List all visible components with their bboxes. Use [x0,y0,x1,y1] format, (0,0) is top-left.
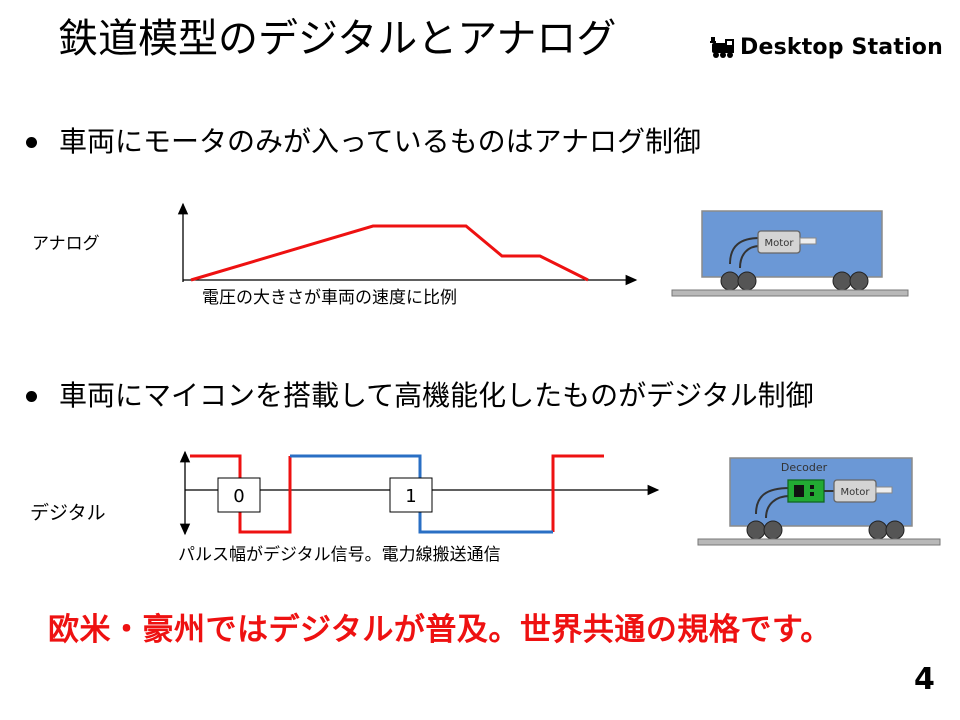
wheel [763,520,783,540]
digital-axis-label: デジタル [30,502,106,524]
bit-box-0 [217,477,261,513]
wheel [737,271,757,291]
page-number: 4 [914,662,935,697]
analog-caption: 電圧の大きさが車両の速度に比例 [202,288,457,308]
wheel [868,520,888,540]
bullet-digital-text: 車両にマイコンを搭載して高機能化したものがデジタル制御 [59,379,814,412]
rail [697,538,941,546]
rail [671,289,909,297]
motor-label: Motor [841,487,871,498]
decoder-label: Decoder [781,461,828,474]
analog-voltage-line [190,224,589,282]
page-title: 鉄道模型のデジタルとアナログ [58,16,617,62]
bullet-dot [26,390,37,402]
digital-caption: パルス幅がデジタル信号。電力線搬送通信 [178,545,501,565]
analog-axis-label: アナログ [32,234,100,254]
decoder-chip-icon [787,479,825,503]
wheel [720,271,740,291]
bit-label-1: 1 [405,486,416,507]
bullet-analog-text: 車両にモータのみが入っているものはアナログ制御 [59,125,702,158]
analog-graph [177,202,638,286]
bullet-dot [26,136,37,148]
conclusion-text: 欧米・豪州ではデジタルが普及。世界共通の規格です。 [48,612,832,648]
wheel [746,520,766,540]
digital-graph: 0 1 [179,450,660,536]
wheel [832,271,852,291]
bullet-digital: 車両にマイコンを搭載して高機能化したものがデジタル制御 [26,376,814,416]
digital-train-illustration: Decoder Motor [697,457,941,546]
bit-box-1 [389,477,433,513]
pulse-bit-0 [190,454,292,534]
wheel [885,520,905,540]
wheel [849,271,869,291]
analog-train-illustration: Motor [671,210,909,297]
logo-text: Desktop Station [740,34,943,60]
bit-label-0: 0 [233,486,244,507]
logo: Desktop Station [710,30,943,64]
steam-locomotive-icon [710,37,734,58]
pulse-tail [551,454,604,532]
bullet-analog: 車両にモータのみが入っているものはアナログ制御 [26,122,701,162]
motor-label: Motor [765,238,795,249]
